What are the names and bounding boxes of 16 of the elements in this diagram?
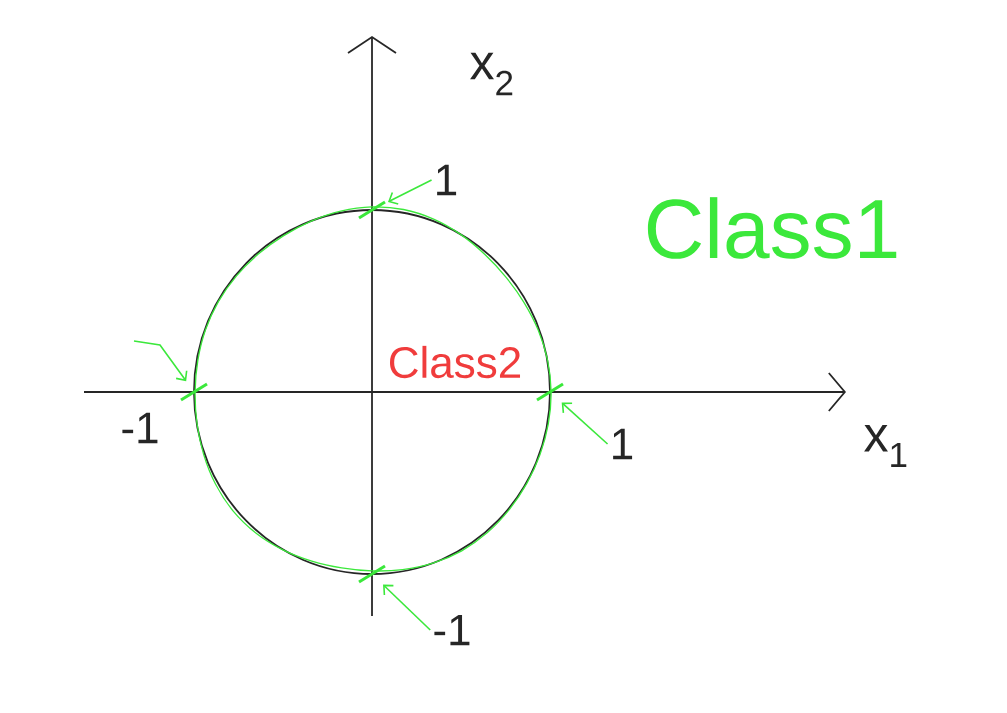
class-label: Class1 (647, 197, 897, 259)
leader-arrow (133, 340, 188, 382)
tick-label: -1 (122, 412, 158, 444)
leader-arrow (388, 179, 433, 205)
tick-label: 1 (437, 164, 457, 196)
intersection-mark (358, 564, 386, 584)
leader-arrow (561, 402, 609, 445)
axis-label: x$_{2}$ (470, 52, 513, 96)
axis-label: x$_{1}$ (864, 425, 907, 467)
intersection-mark (358, 200, 386, 220)
intersection-mark (536, 382, 564, 402)
tick-label: 1 (613, 428, 633, 460)
intersection-mark (180, 382, 208, 402)
tick-label: -1 (434, 614, 470, 646)
class-label: Class2 (390, 345, 520, 379)
leader-arrow (383, 584, 432, 631)
